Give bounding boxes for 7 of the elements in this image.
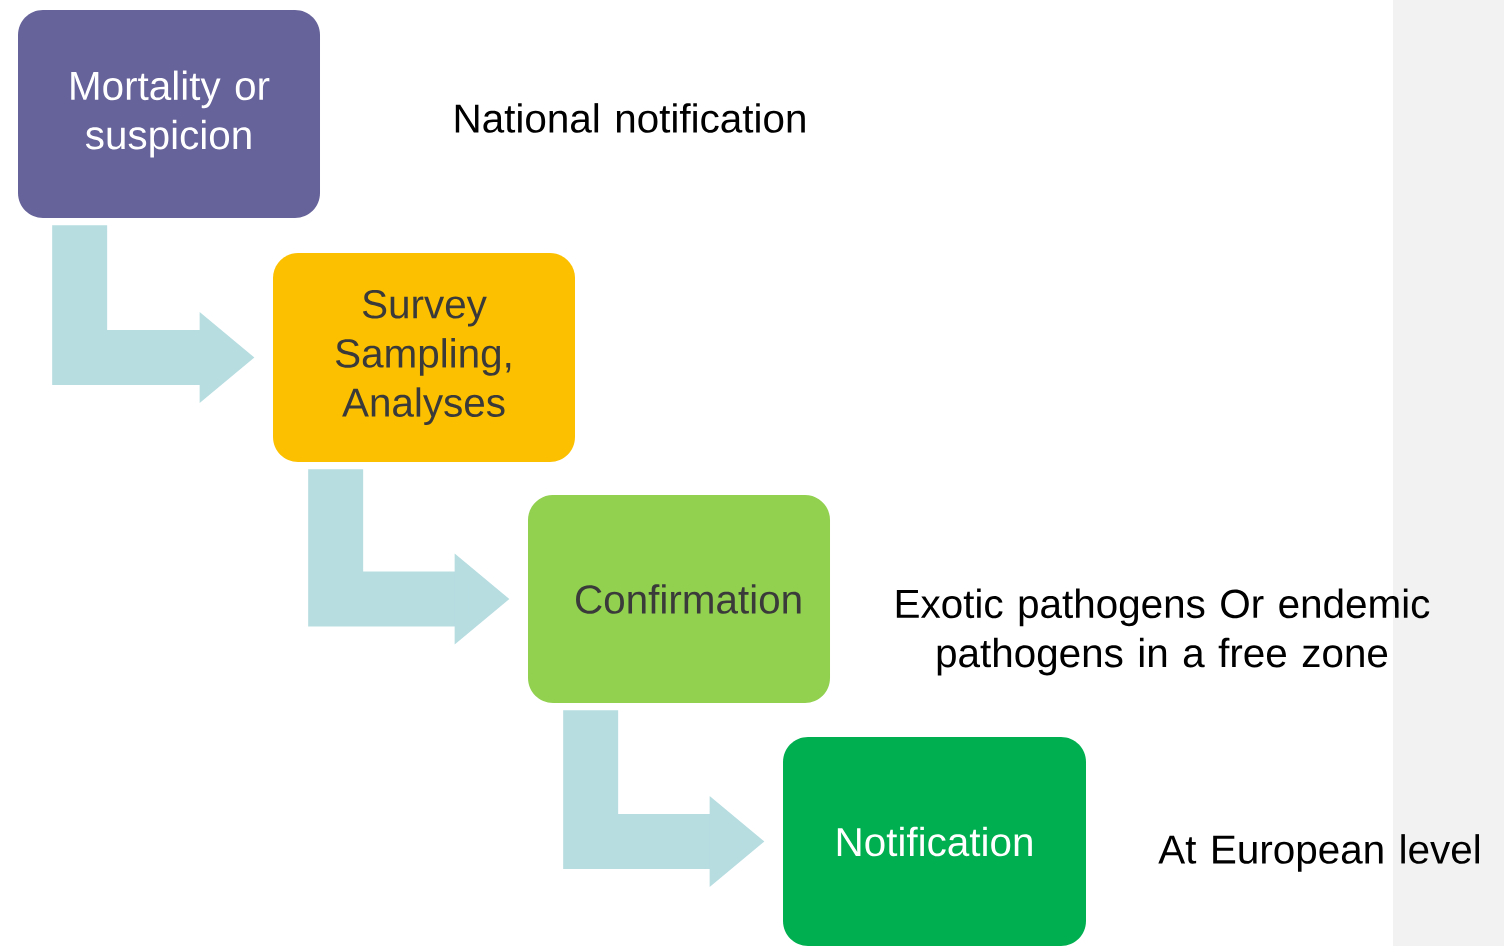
process-box: Survey Sampling, Analyses xyxy=(273,253,575,462)
process-box: Confirmation xyxy=(528,495,830,703)
process-box: Mortality or suspicion xyxy=(18,10,320,218)
annotation-text: At European level xyxy=(1158,834,1479,872)
annotation-text: Exotic pathogens Or endemic pathogens in a free zone xyxy=(896,588,1430,676)
process-box: Notification xyxy=(783,737,1086,946)
annotation-text: National notification xyxy=(455,103,805,133)
